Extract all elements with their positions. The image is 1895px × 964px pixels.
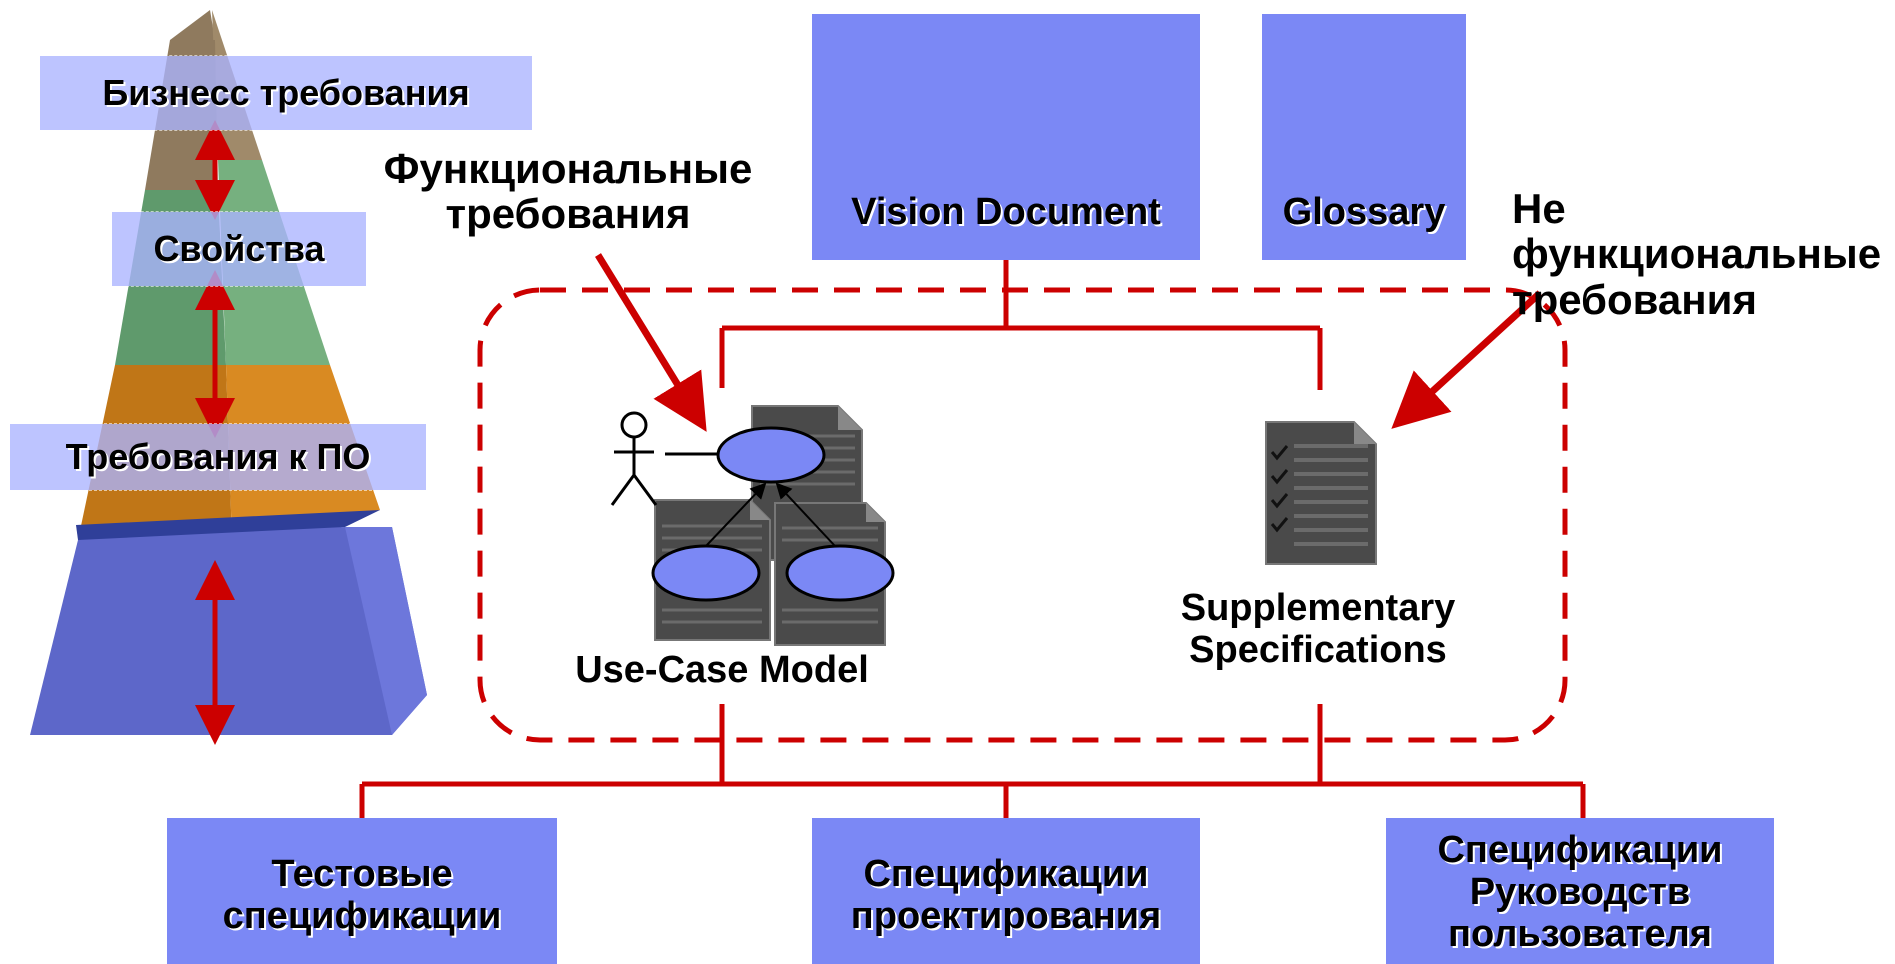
supplementary-specs-title: Supplementary Specifications [1124,587,1512,672]
requirements-pyramid [30,10,427,745]
callout-line: Не [1512,186,1566,232]
callout-line: Функциональные [383,145,753,192]
actor-icon [610,411,658,506]
box-title: Vision Document [851,191,1161,233]
connector-lines [359,260,1586,820]
pyramid-level-business: Бизнесс требования [39,55,533,131]
title-line: Спецификации [1437,829,1723,871]
title-line: Supplementary [1180,587,1456,629]
user-guide-specs-box: Спецификации Руководств пользователя [1386,818,1774,964]
pyramid-level-features: Свойства [111,211,367,287]
box-title: Спецификации проектирования [812,853,1200,938]
use-case-diagram-icon [610,405,895,646]
use-case-ellipse [651,544,761,602]
requirements-boundary [477,287,1568,743]
pyramid-level-software: Требования к ПО [9,423,427,491]
checklist-document-icon [1265,421,1377,565]
box-title: Тестовые спецификации [167,853,557,938]
title-line: Тестовые [271,853,453,895]
callout-line: функциональные [1512,230,1882,278]
use-case-ellipse [785,544,895,602]
vision-document-box: Vision Document [812,14,1200,260]
nonfunctional-arrow [1391,290,1543,429]
box-title: Glossary [1282,191,1446,233]
use-case-model-title: Use-Case Model [575,649,869,691]
use-case-ellipse [716,426,826,484]
functional-requirements-callout: Функциональные требования [356,146,780,237]
title-line: пользователя [1448,912,1712,955]
box-title: Спецификации Руководств пользователя [1386,829,1774,955]
nonfunctional-requirements-callout: Не функциональные требования [1512,186,1895,322]
test-specs-box: Тестовые спецификации [167,818,557,964]
glossary-box: Glossary [1262,14,1466,260]
title-line: Спецификации [863,853,1149,895]
title-line: спецификации [222,894,502,937]
functional-arrow [595,253,707,432]
callout-line: требования [445,190,691,238]
callout-line: требования [1512,275,1757,323]
design-specs-box: Спецификации проектирования [812,818,1200,964]
title-line: Руководств [1469,870,1691,913]
document-icon [654,405,886,646]
title-line: проектирования [850,894,1162,937]
title-line: Specifications [1189,628,1447,671]
